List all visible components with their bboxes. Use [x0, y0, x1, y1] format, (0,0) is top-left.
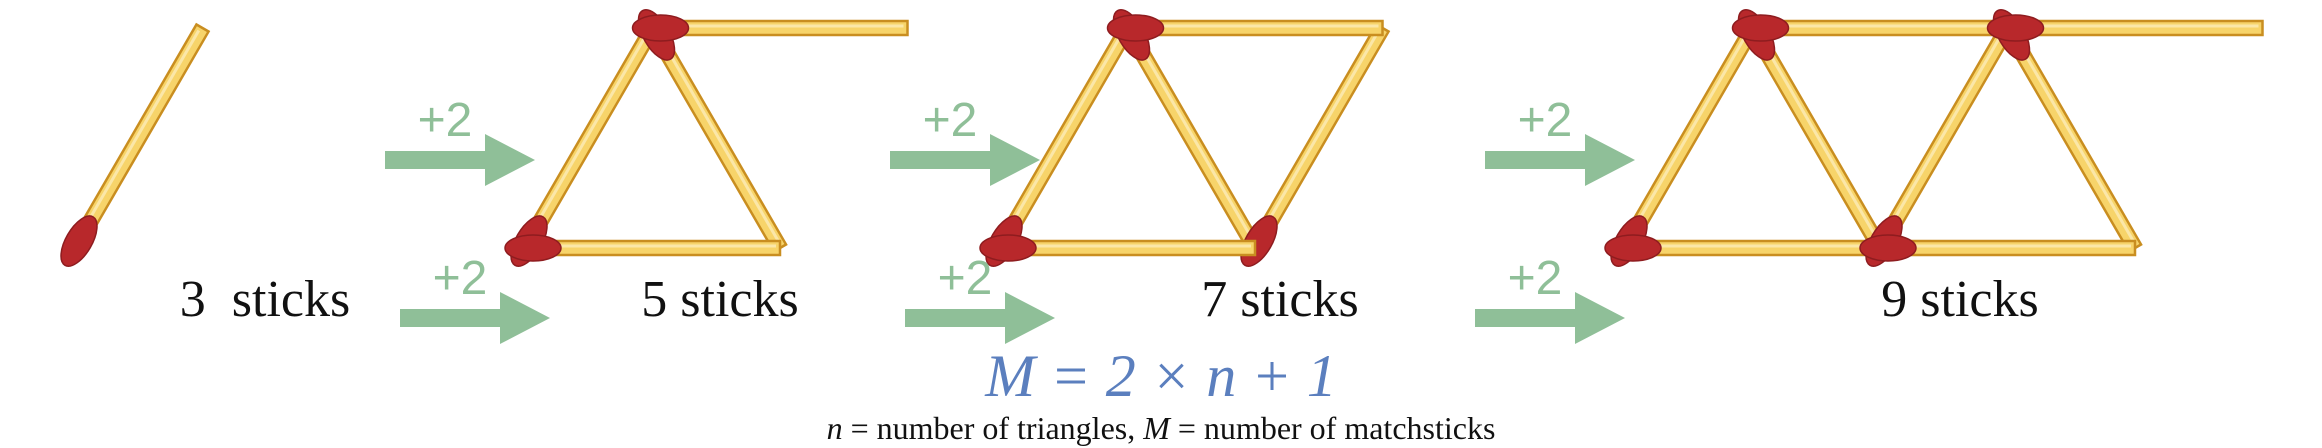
figure-4 [1604, 9, 2264, 267]
step-arrows: +2 +2 +2 +2 +2 +2 [385, 94, 1635, 344]
plus-two-label-5: +2 [1518, 94, 1573, 147]
plus-two-label-6: +2 [1508, 252, 1563, 305]
figure-4-stick-4 [1992, 9, 2143, 254]
plus-two-label-3: +2 [923, 94, 978, 147]
figure-3-stick-4 [979, 234, 1257, 262]
figure-4-label: 9 sticks [1881, 271, 2039, 328]
matchstick-figures [60, 9, 2264, 267]
figure-3 [979, 9, 1391, 267]
figure-4-stick-1 [1610, 22, 1761, 267]
plus-two-arrow-4: +2 [905, 252, 1055, 344]
plus-two-arrow-6: +2 [1475, 252, 1625, 344]
figure-4-stick-2 [1737, 9, 1888, 254]
figure-3-stick-3 [1240, 22, 1391, 267]
formula-legend: n = number of triangles, M = number of m… [0, 410, 2322, 447]
legend-m-var: M [1143, 410, 1170, 446]
figure-2-label: 5 sticks [641, 271, 799, 328]
figure-4-stick-8 [1986, 14, 2264, 42]
plus-two-label-4: +2 [938, 252, 993, 305]
legend-m-text: = number of matchsticks [1169, 410, 1496, 446]
figure-4-stick-7 [1731, 14, 2009, 42]
figure-3-label: 7 sticks [1201, 271, 1359, 328]
figure-1-label: 3 sticks [179, 271, 351, 328]
formula: M = 2 × n + 1 [985, 343, 1337, 409]
plus-two-arrow-1: +2 [385, 94, 535, 186]
figure-2-stick-4 [631, 14, 909, 42]
plus-two-label-1: +2 [418, 94, 473, 147]
figure-3-stick-2 [1112, 9, 1263, 254]
figure-2-stick-2 [637, 9, 788, 254]
legend-n-text: = number of triangles, [842, 410, 1144, 446]
figure-4-stick-5 [1604, 234, 1882, 262]
figure-1-stick-1 [60, 22, 211, 267]
figure-3-stick-5 [1106, 14, 1384, 42]
figure-1 [60, 22, 211, 267]
figure-2 [504, 9, 909, 267]
figure-4-stick-3 [1865, 22, 2016, 267]
figure-2-stick-3 [504, 234, 782, 262]
figure-4-stick-6 [1859, 234, 2137, 262]
plus-two-arrow-5: +2 [1485, 94, 1635, 186]
plus-two-arrow-2: +2 [400, 252, 550, 344]
figure-2-stick-1 [510, 22, 661, 267]
plus-two-arrow-3: +2 [890, 94, 1040, 186]
plus-two-label-2: +2 [433, 252, 488, 305]
legend-n-var: n [826, 410, 843, 446]
